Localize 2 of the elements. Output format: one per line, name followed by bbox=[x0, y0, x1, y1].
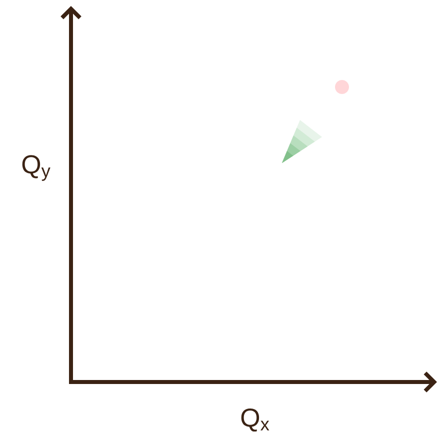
axis-label: Q$_{x}$ bbox=[241, 408, 270, 432]
axis-label: Q$_{y}$ bbox=[22, 155, 50, 181]
